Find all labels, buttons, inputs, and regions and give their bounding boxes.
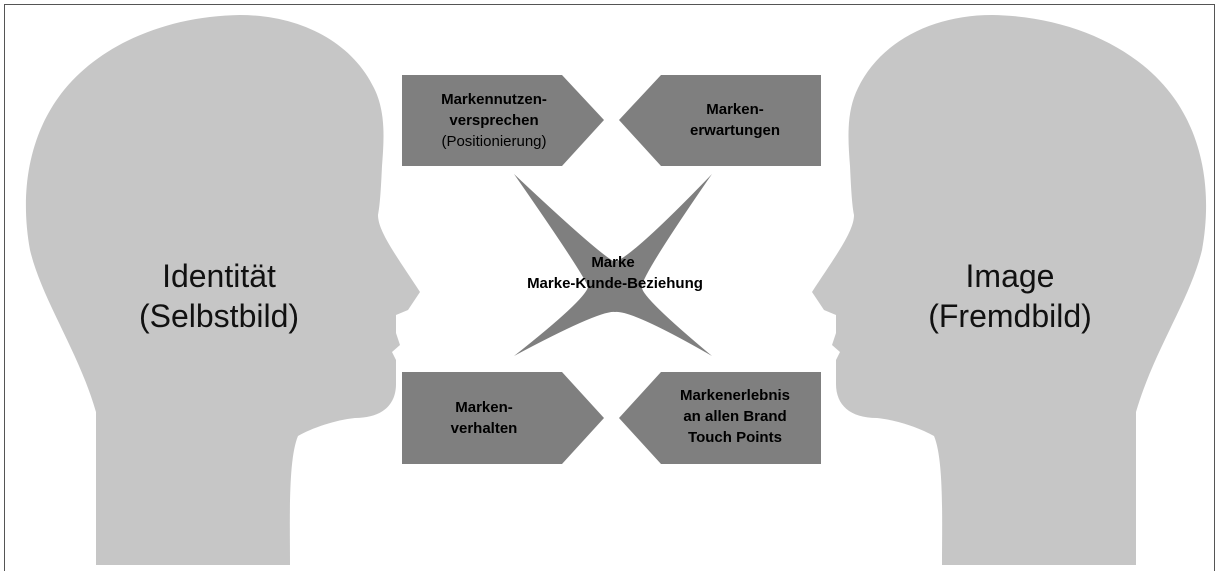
box-bottom-left-line1: Marken- — [455, 399, 513, 416]
right-head-label: Image (Fremdbild) — [860, 256, 1160, 336]
diagram-frame — [4, 4, 1215, 576]
box-top-left-label: Markennutzen- versprechen (Positionierun… — [404, 89, 584, 152]
left-head-label: Identität (Selbstbild) — [69, 256, 369, 336]
center-cross-shape — [514, 174, 712, 356]
box-top-left-shape — [402, 75, 604, 166]
box-top-right-shape — [619, 75, 821, 166]
box-bottom-right-line3: Touch Points — [688, 429, 782, 446]
center-label: Marke Marke-Kunde-Beziehung — [470, 252, 760, 294]
box-bottom-right-shape — [619, 372, 821, 464]
box-bottom-left-label: Marken- verhalten — [404, 397, 564, 439]
left-head-line2: (Selbstbild) — [138, 298, 300, 334]
box-top-left-line1: Markennutzen- — [441, 91, 547, 108]
right-head-line1: Image — [965, 258, 1055, 294]
box-bottom-right-line2: an allen Brand — [683, 408, 787, 425]
box-bottom-left-line2: verhalten — [450, 420, 518, 437]
left-head-line1: Identität — [162, 258, 276, 294]
center-line2: Marke-Kunde-Beziehung — [527, 275, 703, 292]
right-head-silhouette — [812, 15, 1207, 565]
box-top-right-label: Marken- erwartungen — [660, 99, 810, 141]
left-head-silhouette — [25, 15, 421, 565]
center-line1: Marke — [591, 254, 635, 271]
box-bottom-right-line1: Markenerlebnis — [679, 387, 791, 404]
box-top-right-line2: erwartungen — [689, 122, 780, 139]
box-top-left-line3: (Positionierung) — [441, 133, 547, 150]
box-bottom-left-shape — [402, 372, 604, 464]
box-bottom-right-label: Markenerlebnis an allen Brand Touch Poin… — [655, 385, 815, 448]
box-top-left-line2: versprechen — [449, 112, 539, 129]
box-top-right-line1: Marken- — [706, 101, 764, 118]
right-head-line2: (Fremdbild) — [928, 298, 1092, 334]
